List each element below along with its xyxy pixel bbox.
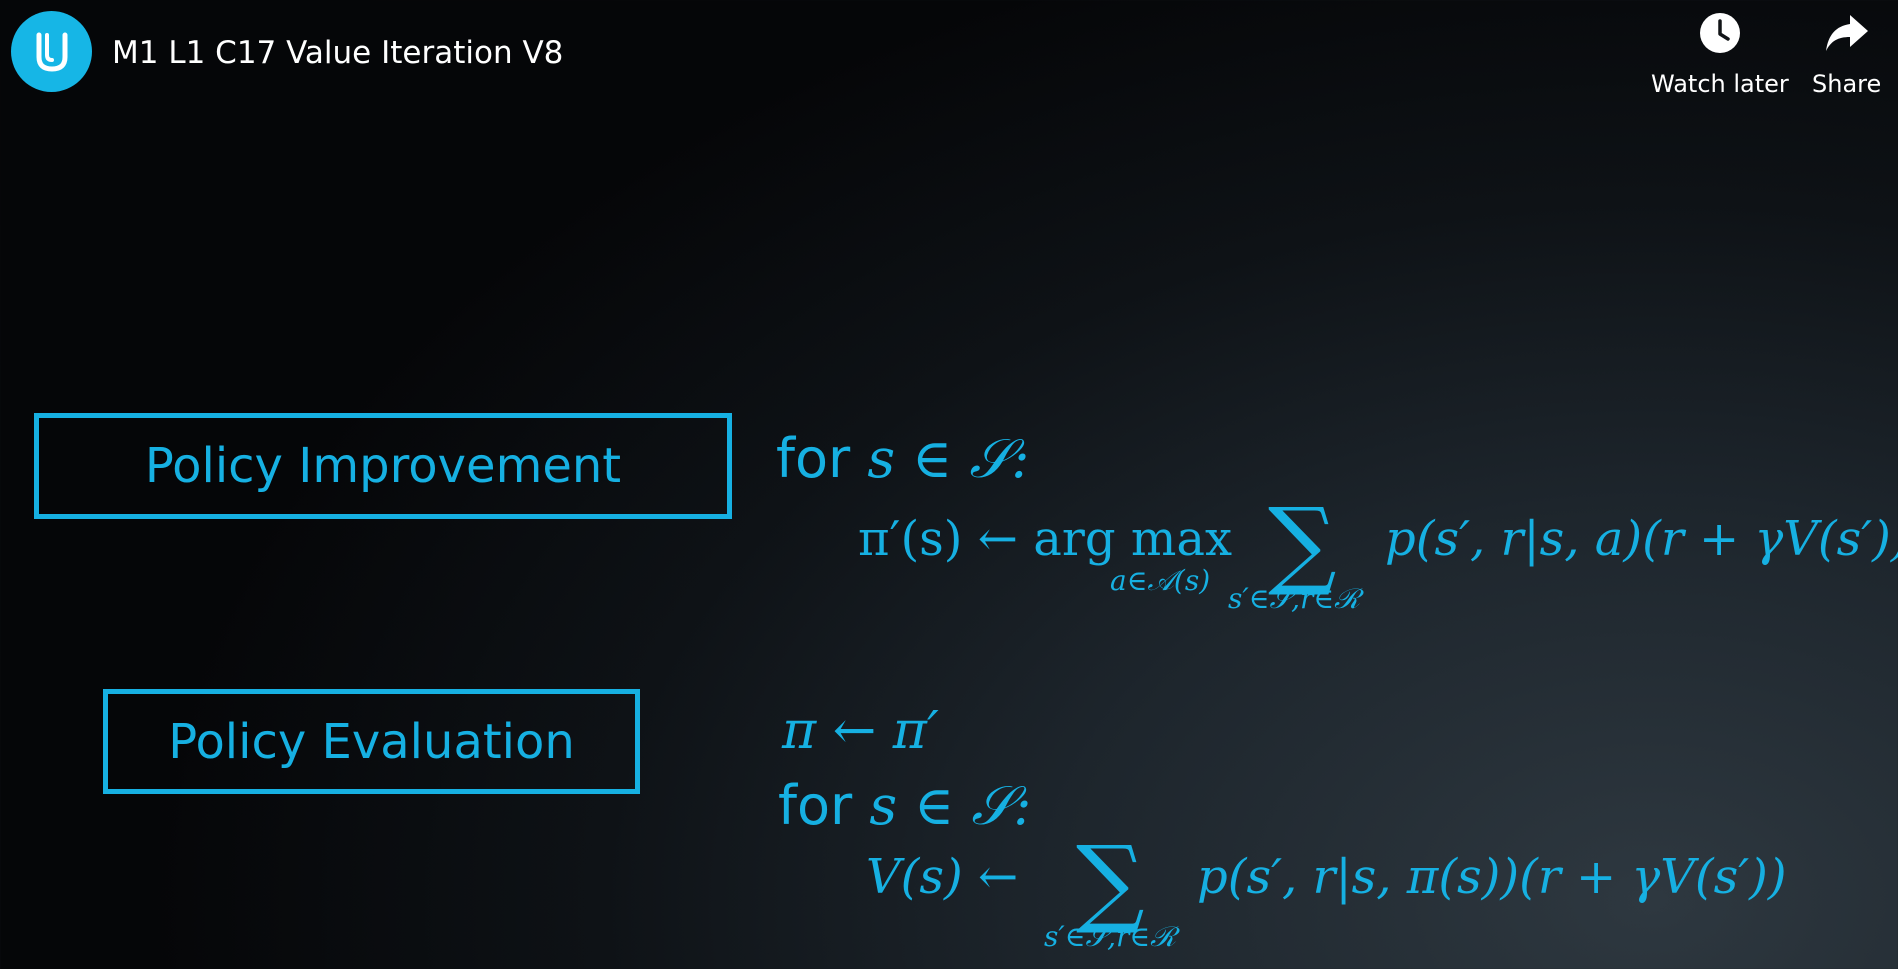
policy-improvement-label: Policy Improvement <box>144 438 622 494</box>
watch-later-button[interactable]: Watch later <box>1651 8 1789 99</box>
share-label: Share <box>1812 70 1882 98</box>
share-button[interactable]: Share <box>1812 8 1881 99</box>
argmax-lhs: π′(s) ← arg max <box>858 511 1233 567</box>
for-keyword: for <box>778 774 853 837</box>
summation-symbol: ∑ <box>1076 825 1145 937</box>
for-set-expression: s ∈ 𝒮: <box>867 427 1030 490</box>
udacity-logo-icon[interactable] <box>11 11 92 92</box>
share-arrow-icon <box>1822 8 1872 58</box>
value-lhs: V(s) ← <box>866 849 1019 905</box>
for-set-expression: s ∈ 𝒮: <box>869 774 1032 837</box>
summation-symbol: ∑ <box>1268 487 1337 599</box>
for-keyword: for <box>776 427 851 490</box>
watch-later-label: Watch later <box>1651 70 1789 98</box>
policy-improvement-for-loop: for s ∈ 𝒮: <box>776 432 1029 486</box>
udacity-u-icon <box>36 32 67 72</box>
policy-evaluation-for-loop: for s ∈ 𝒮: <box>778 779 1031 833</box>
policy-evaluation-box: Policy Evaluation <box>103 689 640 794</box>
clock-icon <box>1695 8 1745 58</box>
argmax-subscript: a∈𝒜(s) <box>1110 564 1211 597</box>
summation-subscript: s′∈𝒮,r∈ℛ <box>1228 582 1361 615</box>
summation-subscript: s′∈𝒮,r∈ℛ <box>1044 920 1177 953</box>
policy-evaluation-label: Policy Evaluation <box>168 713 575 770</box>
policy-improvement-box: Policy Improvement <box>34 413 732 519</box>
argmax-rhs: p(s′, r|s, a)(r + γV(s′)) <box>1385 511 1898 567</box>
value-rhs: p(s′, r|s, π(s))(r + γV(s′)) <box>1197 849 1787 905</box>
video-title[interactable]: M1 L1 C17 Value Iteration V8 <box>112 35 564 71</box>
policy-assign-expression: π ← π′ <box>782 701 939 761</box>
